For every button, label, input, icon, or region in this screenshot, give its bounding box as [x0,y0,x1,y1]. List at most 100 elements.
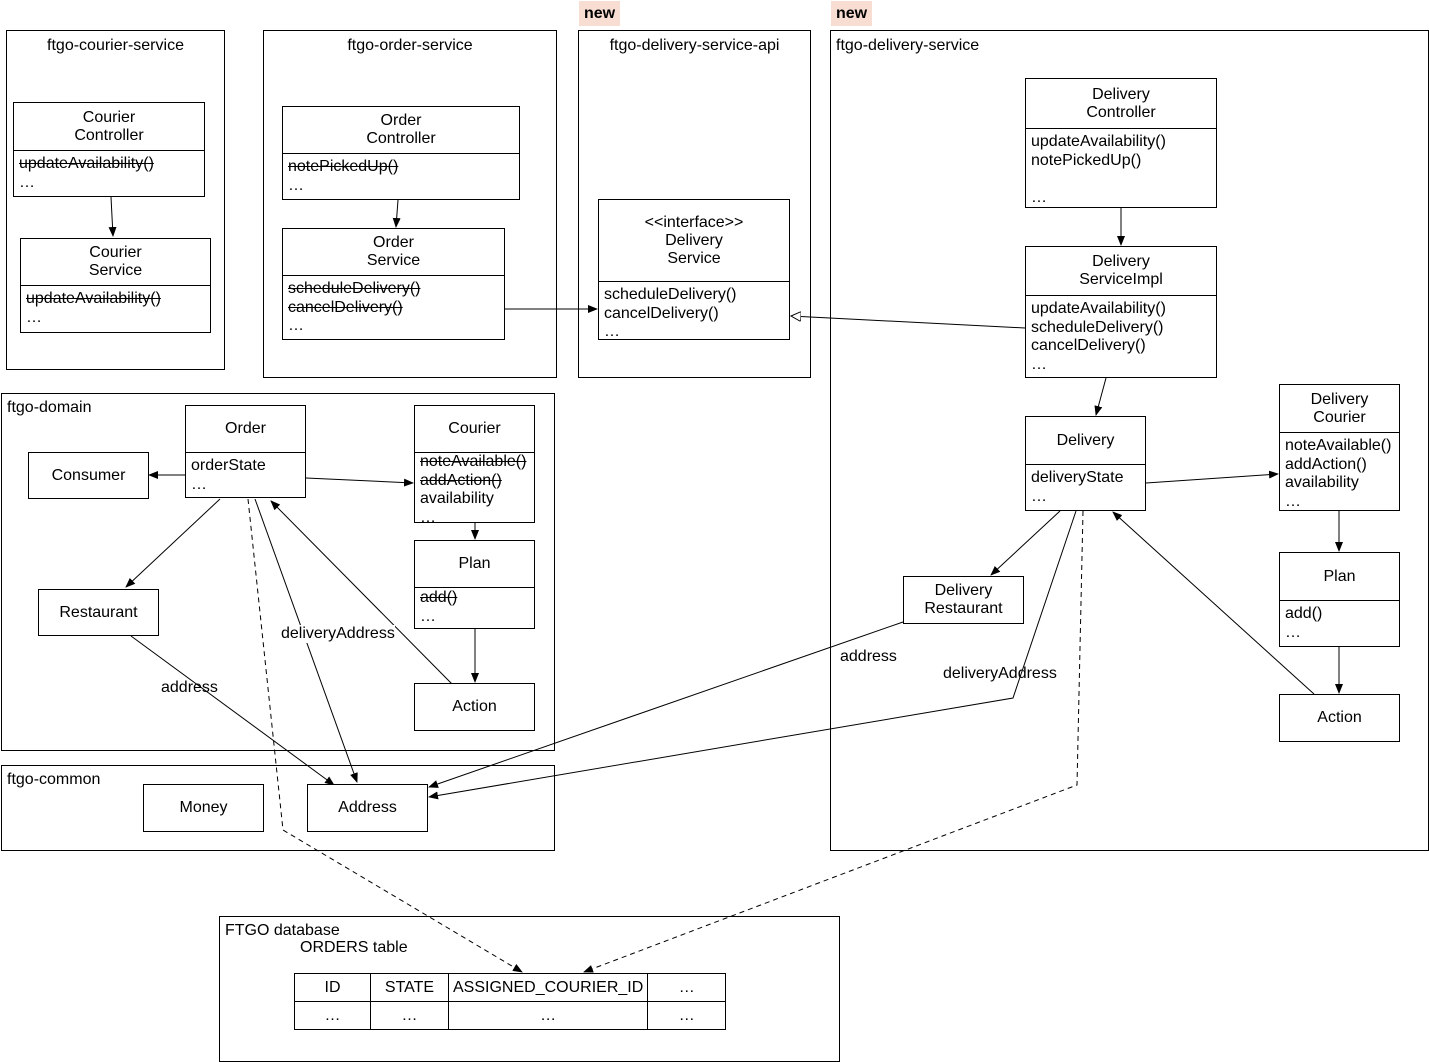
class-money: Money [143,784,264,832]
method-note-picked-up: notePickedUp() [1031,151,1142,169]
orders-table: ID STATE ASSIGNED_COURIER_ID … … … … … [294,973,727,1030]
package-order-service: ftgo-order-service [263,30,557,378]
edge-delivery-to-courier [1145,470,1279,484]
member-ellipsis: … [191,475,207,493]
class-delivery-service-impl: Delivery ServiceImpl updateAvailability(… [1025,246,1217,378]
class-name: Service [366,252,421,269]
class-name: Delivery [1092,85,1150,103]
member-ellipsis: … [1285,492,1301,510]
package-title: ftgo-delivery-service [836,37,980,54]
class-action: Action [414,683,535,731]
class-name: Courier [89,244,142,261]
class-name: Courier [448,420,501,437]
class-name: Controller [74,126,144,144]
class-name: Plan [458,555,491,572]
class-order-service: Order Service scheduleDelivery() cancelD… [282,228,505,340]
class-delivery: Delivery deliveryState … [1025,416,1146,511]
method-update-availability: updateAvailability() [19,155,154,172]
class-name: Courier [1313,408,1366,426]
column-header: … [647,973,727,1002]
edge-delivery-to-address [428,510,1077,800]
class-delivery-courier: Delivery Courier noteAvailable() addActi… [1279,384,1400,511]
method-note-available: noteAvailable() [420,453,527,470]
method-note-picked-up: notePickedUp() [288,158,399,175]
class-name: Action [452,698,497,715]
edge-restaurant-to-address [428,621,904,788]
method-add: add() [420,589,458,606]
class-delivery-controller: Delivery Controller updateAvailability()… [1025,78,1217,208]
class-delivery-restaurant: Delivery Restaurant [903,576,1024,624]
package-common: ftgo-common [1,765,555,851]
package-title: ftgo-delivery-service-api [609,37,780,54]
class-name: Restaurant [59,603,138,621]
field-availability: availability [1285,474,1359,491]
member-ellipsis: … [288,176,304,194]
class-name: Delivery [1092,253,1150,270]
edge-label-delivery-address: deliveryAddress [281,625,395,643]
field-delivery-state: deliveryState [1031,469,1124,486]
edge-label-address: address [161,679,218,696]
method-cancel-delivery: cancelDelivery() [1031,337,1146,354]
edge-label-delivery-address: deliveryAddress [943,665,1057,682]
edge-order-to-restaurant [125,498,221,588]
edge-action-to-delivery [1112,511,1315,695]
class-name: Restaurant [924,600,1003,617]
column-header: ID [294,973,371,1002]
package-title: ftgo-order-service [347,37,473,54]
interface-delivery-service: <<interface>> Delivery Service scheduleD… [598,199,790,340]
new-badge-api: new [579,1,621,26]
method-add: add() [1285,605,1323,622]
edge-courier-controller-to-service [108,196,117,237]
edge-order-to-courier [305,477,414,487]
package-delivery-service-api: ftgo-delivery-service-api [578,30,811,378]
member-ellipsis: … [420,607,436,625]
class-delivery-action: Action [1279,694,1400,742]
method-cancel-delivery: cancelDelivery() [288,298,403,316]
class-name: Service [88,262,143,279]
package-title: FTGO database [225,922,340,939]
column-header: ASSIGNED_COURIER_ID [447,973,649,1002]
member-ellipsis: … [1031,355,1047,373]
edge-restaurant-to-address-domain [130,635,335,786]
class-name: Order [373,234,414,251]
member-ellipsis: … [1285,623,1301,641]
class-plan: Plan add() … [414,540,535,629]
edge-order-to-db [247,498,523,973]
class-delivery-plan: Plan add() … [1279,552,1400,647]
table-cell: … [370,1001,449,1030]
method-update-availability: updateAvailability() [1031,133,1166,150]
column-header: STATE [370,973,449,1002]
field-order-state: orderState [191,457,266,474]
table-title: ORDERS table [300,939,408,956]
method-update-availability: updateAvailability() [26,290,161,307]
class-courier: Courier noteAvailable() addAction() avai… [414,405,535,526]
class-restaurant: Restaurant [38,589,159,636]
method-schedule-delivery: scheduleDelivery() [288,280,421,297]
class-name: Consumer [51,466,126,484]
member-ellipsis: … [420,508,436,526]
member-ellipsis: … [1031,188,1047,206]
table-cell: … [647,1001,727,1030]
class-courier-service: Courier Service updateAvailability() … [20,238,211,333]
table-row: … … … … [294,1001,727,1030]
class-name: Delivery [934,582,993,599]
edge-delivery-to-restaurant [990,510,1061,576]
method-cancel-delivery: cancelDelivery() [604,304,719,322]
method-schedule-delivery: scheduleDelivery() [604,286,737,303]
table-cell: … [294,1001,371,1030]
package-domain: ftgo-domain [1,393,555,751]
edge-action-to-order [270,500,453,685]
field-availability: availability [420,490,494,507]
method-add-action: addAction() [1285,455,1367,473]
class-consumer: Consumer [28,452,149,499]
class-name: Controller [1086,103,1156,121]
class-name: Action [1317,709,1362,726]
member-ellipsis: … [26,308,42,326]
member-ellipsis: … [1031,487,1047,505]
class-courier-controller: Courier Controller updateAvailability() … [13,102,205,197]
method-add-action: addAction() [420,471,502,489]
class-name: Service [667,249,721,267]
edge-impl-to-delivery [1094,377,1107,416]
class-name: Courier [82,108,136,126]
